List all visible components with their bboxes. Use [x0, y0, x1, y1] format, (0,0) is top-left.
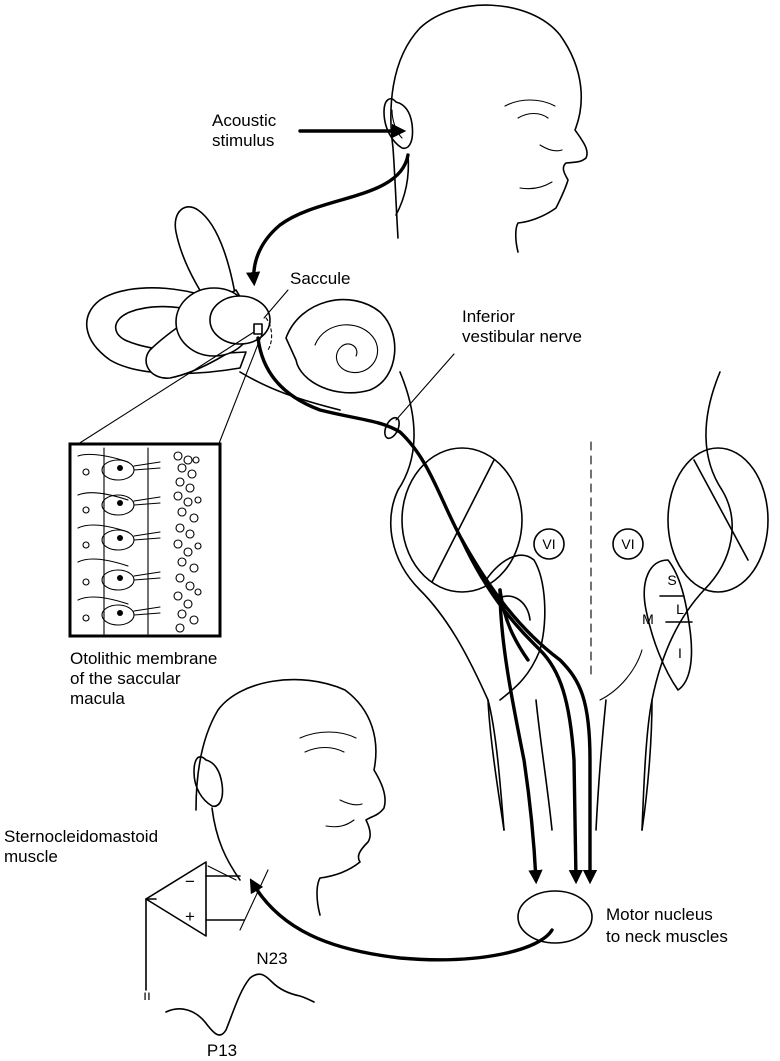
nucleus-inferior-label: I	[678, 645, 682, 661]
vi-left-label: VI	[542, 536, 555, 552]
nucleus-medial-label: M	[642, 611, 654, 627]
motor-nucleus-label-1: Motor nucleus	[606, 905, 713, 924]
amplifier-plus: +	[185, 907, 195, 926]
inner-ear-labyrinth	[86, 206, 396, 411]
otolithic-label-1: Otolithic membrane	[70, 649, 217, 668]
vestibular-pathway	[245, 123, 598, 962]
motor-nucleus	[517, 890, 593, 944]
acoustic-stimulus-label-1: Acoustic	[212, 111, 277, 130]
inferior-vestibular-label-2: vestibular nerve	[462, 327, 582, 346]
otolithic-label-2: of the saccular	[70, 669, 181, 688]
emg-amplifier	[145, 861, 245, 991]
inferior-vestibular-nerve-leader	[395, 353, 455, 421]
upper-head-illustration	[383, 4, 588, 253]
saccule-dashed-outline	[265, 317, 273, 351]
abducens-nucleus-right	[612, 528, 644, 560]
scm-label-2: muscle	[4, 847, 58, 866]
abducens-nucleus-left	[533, 528, 565, 560]
vi-right-label: VI	[621, 536, 634, 552]
otolithic-label-3: macula	[70, 689, 125, 708]
zoom-line-right	[217, 333, 263, 447]
saccule-leader	[263, 289, 289, 319]
nucleus-lateral-label: L	[676, 601, 684, 617]
n23-label: N23	[256, 949, 287, 968]
macula-region-marker	[253, 323, 263, 335]
ground-symbol: ıı	[143, 987, 151, 1003]
p13-label: P13	[207, 1041, 237, 1060]
scm-label-1: Sternocleidomastoid	[4, 827, 158, 846]
saccule-label: Saccule	[290, 269, 350, 288]
inferior-vestibular-nerve-marker	[384, 416, 400, 440]
acoustic-stimulus-label-2: stimulus	[212, 131, 274, 150]
otolithic-membrane-inset	[68, 442, 222, 638]
lower-head-illustration	[193, 678, 386, 931]
inferior-vestibular-label-1: Inferior	[462, 307, 515, 326]
zoom-line-left	[74, 331, 255, 447]
scm-leader	[207, 865, 237, 881]
brainstem-section	[390, 371, 769, 831]
amplifier-minus: −	[185, 872, 195, 891]
motor-nucleus-label-2: to neck muscles	[606, 927, 728, 946]
vemp-waveform	[165, 973, 315, 1036]
nucleus-superior-label: S	[667, 572, 676, 588]
